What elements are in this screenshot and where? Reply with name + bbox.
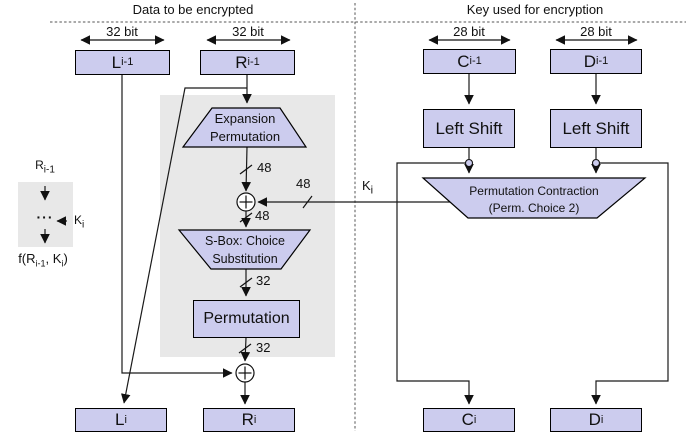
register-subscript: i (473, 413, 477, 426)
width-label-48-xor: 48 (255, 208, 270, 223)
register-label: R (235, 52, 248, 72)
bitwidth-label-c: 28 bit (453, 24, 485, 39)
legend-input-label: Ri-1 (25, 158, 65, 175)
register-subscript: i (600, 413, 604, 426)
register-subscript: i-1 (121, 56, 134, 68)
perm-contraction-line2: (Perm. Choice 2) (488, 201, 580, 215)
register-label: D (583, 51, 597, 71)
expansion-permutation-label: Expansion Permutation (183, 110, 307, 146)
bus-tick-48key (302, 195, 313, 209)
perm-contraction-label: Permutation Contraction (Perm. Choice 2) (423, 183, 645, 217)
legend-dots: ··· (36, 209, 54, 225)
legend-output-p1: f(R (18, 251, 36, 266)
register-subscript: i (253, 413, 257, 426)
sbox-line1: S-Box: Choice (205, 234, 285, 248)
bus-tick-32a (239, 277, 253, 288)
wire-permutation-to-xor (240, 337, 251, 362)
register-subscript: i-1 (469, 55, 482, 67)
permutation-block: Permutation (193, 300, 300, 338)
legend-key-main: K (74, 213, 83, 227)
subkey-main: K (362, 178, 371, 193)
wire-rprev-to-lnext (120, 87, 247, 404)
legend-output-s2: i (61, 258, 64, 269)
bitwidth-label-d: 28 bit (580, 24, 612, 39)
bitwidth-label-l: 32 bit (106, 24, 138, 39)
register-label: D (588, 410, 601, 429)
left-shift-c-block (423, 109, 515, 148)
sbox-shape (177, 229, 312, 270)
perm-contraction-line1: Permutation Contraction (469, 184, 599, 198)
bus-tick-32b (238, 343, 252, 354)
wire-lprev-to-xor (121, 75, 233, 378)
legend-input-sub: i-1 (43, 164, 55, 176)
header-key-section: Key used for encryption (466, 2, 604, 17)
legend-output-label: f(Ri-1, Ki) (10, 251, 76, 269)
legend-key-label: Ki (74, 213, 84, 230)
register-label: R (241, 410, 254, 429)
width-label-48-key: 48 (296, 176, 311, 191)
header-data-section: Data to be encrypted (132, 2, 254, 17)
register-subscript: i-1 (596, 55, 609, 67)
width-label-32-sbox: 32 (256, 273, 271, 288)
xor-key-icon (236, 192, 256, 212)
register-label: C (457, 51, 470, 71)
bus-tick-48b (239, 212, 253, 223)
expansion-permutation-shape (181, 107, 308, 148)
legend-output-p3: ) (63, 251, 68, 266)
left-shift-c-label: Left Shift (435, 119, 503, 138)
legend-input-main: R (35, 158, 44, 172)
wire-shiftd-to-dnext (591, 162, 669, 405)
junction-node-d-icon (591, 158, 601, 168)
junction-node-c-icon (464, 158, 474, 168)
left-shift-d-block (550, 109, 642, 148)
expansion-line2: Permutation (209, 129, 281, 144)
bus-tick-48a (239, 164, 253, 175)
sbox-line2: Substitution (212, 252, 278, 266)
subkey-label: Ki (362, 178, 373, 197)
legend-output-s1: i-1 (35, 258, 46, 269)
sbox-label: S-Box: Choice Substitution (180, 232, 310, 268)
width-label-32-perm: 32 (256, 340, 271, 355)
legend-output-p2: , K (45, 251, 62, 266)
register-label: C (461, 410, 474, 429)
wire-shiftc-to-cnext (396, 162, 474, 405)
register-label: L (111, 52, 122, 72)
register-label: L (115, 410, 125, 429)
legend-key-sub: i (82, 219, 85, 231)
expansion-line1: Expansion (214, 111, 276, 126)
register-subscript: i-1 (247, 56, 260, 68)
left-shift-d-label: Left Shift (562, 119, 630, 138)
register-subscript: i (124, 413, 127, 426)
width-label-48-expansion: 48 (257, 160, 272, 175)
perm-contraction-shape (421, 177, 647, 219)
bitwidth-label-r: 32 bit (232, 24, 264, 39)
xor-feistel-icon (235, 363, 255, 383)
subkey-subscript: i (370, 184, 374, 197)
